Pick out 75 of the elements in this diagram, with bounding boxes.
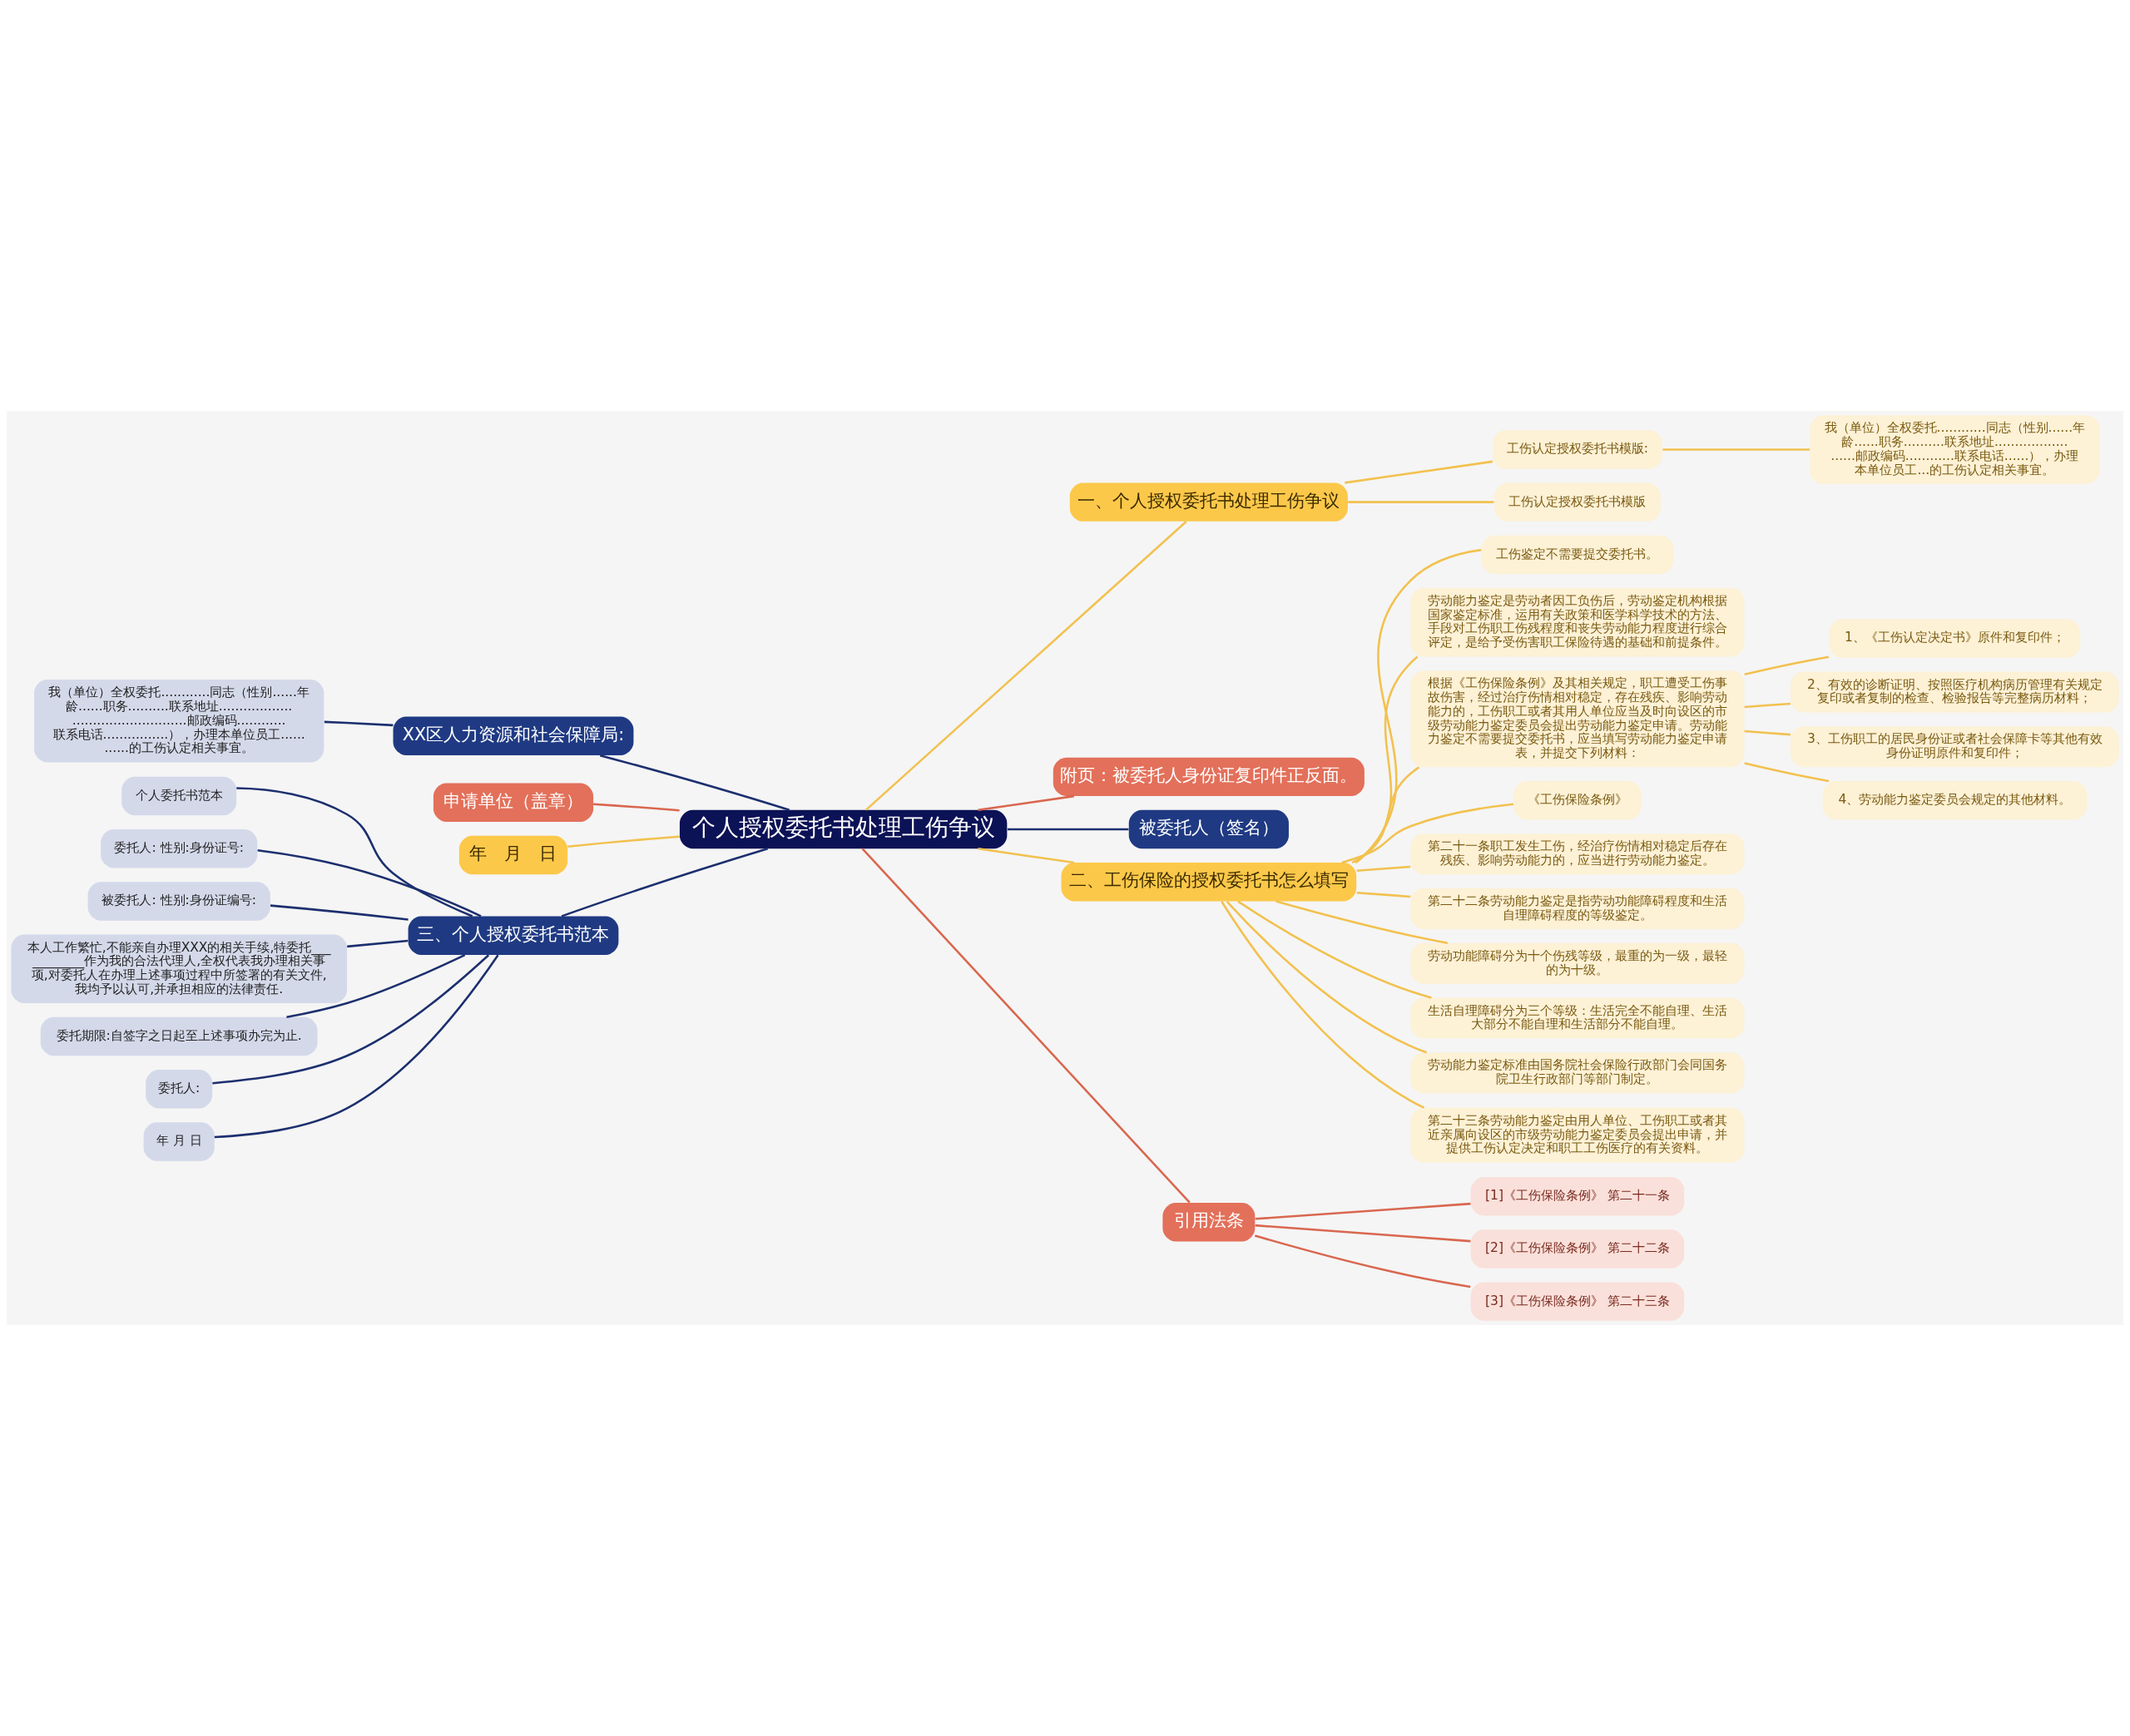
node-box: 1、《工伤认定决定书》原件和复印件； bbox=[1829, 619, 2081, 658]
connector bbox=[1744, 730, 1791, 736]
connector bbox=[561, 848, 769, 917]
connector bbox=[1221, 901, 1425, 1109]
connector bbox=[1276, 900, 1449, 944]
node-box: 二、工伤保险的授权委托书怎么填写 bbox=[1061, 863, 1357, 902]
node-box: 被委托人（签名） bbox=[1128, 809, 1289, 849]
connector bbox=[1356, 891, 1411, 898]
connector bbox=[1007, 828, 1129, 831]
connector bbox=[861, 848, 1191, 1204]
connector bbox=[1355, 655, 1419, 864]
connector bbox=[978, 794, 1074, 812]
connector bbox=[1345, 460, 1493, 484]
node-box: XX区人力资源和社会保障局: bbox=[393, 716, 634, 756]
node-box: [2]《工伤保险条例》 第二十二条 bbox=[1470, 1229, 1685, 1269]
connector bbox=[1744, 655, 1830, 675]
connector bbox=[236, 787, 473, 917]
connector bbox=[567, 835, 680, 848]
connector bbox=[1744, 762, 1830, 783]
connector bbox=[270, 904, 409, 921]
connector bbox=[599, 754, 790, 812]
node-box: [3]《工伤保险条例》 第二十三条 bbox=[1470, 1282, 1685, 1321]
node-box: 被委托人: 性别:身份证编号: bbox=[87, 882, 270, 921]
node-box: 附页：被委托人身份证复印件正反面。 bbox=[1053, 757, 1365, 797]
connector bbox=[286, 953, 466, 1019]
node-box: 个人授权委托书处理工伤争议 bbox=[679, 809, 1008, 849]
node-box: 劳动能力鉴定标准由国务院社会保险行政部门会同国务院卫生行政部门等部门制定。 bbox=[1410, 1052, 1745, 1094]
node-box: 《工伤保险条例》 bbox=[1513, 781, 1642, 820]
node-box: 年 月 日 bbox=[458, 835, 568, 875]
node-box: 三、个人授权委托书范本 bbox=[408, 916, 619, 955]
node-box: 委托人: bbox=[146, 1070, 213, 1109]
connector bbox=[257, 848, 482, 917]
node-box: 劳动功能障碍分为十个伤残等级，最重的为一级，最轻的为十级。 bbox=[1410, 942, 1745, 984]
connector bbox=[1356, 865, 1411, 873]
node-box: 我（单位）全权委托............同志（性别......年龄......职务..........联系地址..............................................邮政编码............联系电话................），办理本单位员工............的工伤认定相关事宜。 bbox=[34, 680, 324, 763]
node-box: 个人委托书范本 bbox=[121, 776, 237, 816]
connector bbox=[214, 954, 499, 1139]
connector bbox=[212, 954, 490, 1085]
node-box: 第二十三条劳动能力鉴定由用人单位、工伤职工或者其近亲属向设区的市级劳动能力鉴定委员会提出申请，并提供工伤认定决定和职工工伤医疗的有关资料。 bbox=[1410, 1107, 1745, 1163]
node-box: 工伤鉴定不需要提交委托书。 bbox=[1481, 535, 1674, 575]
connector bbox=[1662, 448, 1810, 451]
node-box: 工伤认定授权委托书模版: bbox=[1493, 430, 1662, 469]
node-box: 第二十一条职工发生工伤，经治疗伤情相对稳定后存在残疾、影响劳动能力的，应当进行劳动能力鉴定。 bbox=[1410, 833, 1745, 875]
node-box: 根据《工伤保险条例》及其相关规定，职工遭受工伤事故伤害，经过治疗伤情相对稳定，存在残疾、影响劳动能力的，工伤职工或者其用人单位应当及时向设区的市级劳动能力鉴定委员会提出劳动能力鉴定申请。劳动能力鉴定不需要提交委托书，应当填写劳动能力鉴定申请表，并提交下列材料： bbox=[1410, 670, 1745, 768]
node-box: 一、个人授权委托书处理工伤争议 bbox=[1069, 482, 1348, 522]
node-box: 劳动能力鉴定是劳动者因工负伤后，劳动鉴定机构根据国家鉴定标准，运用有关政策和医学科学技术的方法、手段对工伤职工伤残程度和丧失劳动能力程度进行综合评定，是给予受伤害职工保险待遇的基础和前提条件。 bbox=[1410, 587, 1745, 657]
connector bbox=[1237, 900, 1432, 999]
connector bbox=[978, 848, 1074, 864]
node-box: 3、工伤职工的居民身份证或者社会保障卡等其他有效身份证明原件和复印件； bbox=[1791, 726, 2119, 768]
connector bbox=[865, 521, 1187, 811]
connector bbox=[1355, 548, 1482, 863]
connector bbox=[1255, 1224, 1471, 1243]
connector bbox=[1255, 1202, 1471, 1220]
connector bbox=[1255, 1234, 1471, 1288]
node-box: 年 月 日 bbox=[143, 1122, 215, 1161]
node-box: 4、劳动能力鉴定委员会规定的其他材料。 bbox=[1822, 781, 2087, 820]
connector bbox=[347, 939, 409, 948]
connector bbox=[593, 803, 680, 812]
connector bbox=[324, 720, 394, 727]
connector bbox=[1341, 803, 1514, 864]
node-box: 委托期限:自签字之日起至上述事项办完为止. bbox=[40, 1016, 318, 1056]
node-box: 第二十二条劳动能力鉴定是指劳动功能障碍程度和生活自理障碍程度的等级鉴定。 bbox=[1410, 888, 1745, 929]
connector bbox=[1744, 702, 1791, 709]
node-box: 本人工作繁忙,不能亲自办理XXX的相关手续,特委托___________作为我的合法代理人,全权代表我办理相关事项,对委托人在办理上述事项过程中所签署的有关文件,我均予以认可,并承担相应的法律责任. bbox=[11, 934, 348, 1004]
node-box: 2、有效的诊断证明、按照医疗机构病历管理有关规定复印或者复制的检查、检验报告等完整病历材料； bbox=[1791, 671, 2119, 713]
node-box: 引用法条 bbox=[1162, 1202, 1256, 1242]
node-box: 我（单位）全权委托............同志（性别......年龄......职务..........联系地址........................邮政编码............联系电话......），办理本单位员工...的工伤认定相关事宜。 bbox=[1810, 415, 2100, 484]
node-box: [1]《工伤保险条例》 第二十一条 bbox=[1470, 1177, 1685, 1216]
connector bbox=[1351, 766, 1420, 864]
connector bbox=[1348, 501, 1494, 503]
node-box: 工伤认定授权委托书模版 bbox=[1493, 482, 1661, 522]
node-box: 生活自理障碍分为三个等级：生活完全不能自理、生活大部分不能自理和生活部分不能自理。 bbox=[1410, 997, 1745, 1039]
node-box: 申请单位（盖章） bbox=[433, 783, 594, 823]
connector bbox=[1226, 900, 1428, 1054]
node-box: 委托人: 性别:身份证号: bbox=[101, 829, 258, 868]
